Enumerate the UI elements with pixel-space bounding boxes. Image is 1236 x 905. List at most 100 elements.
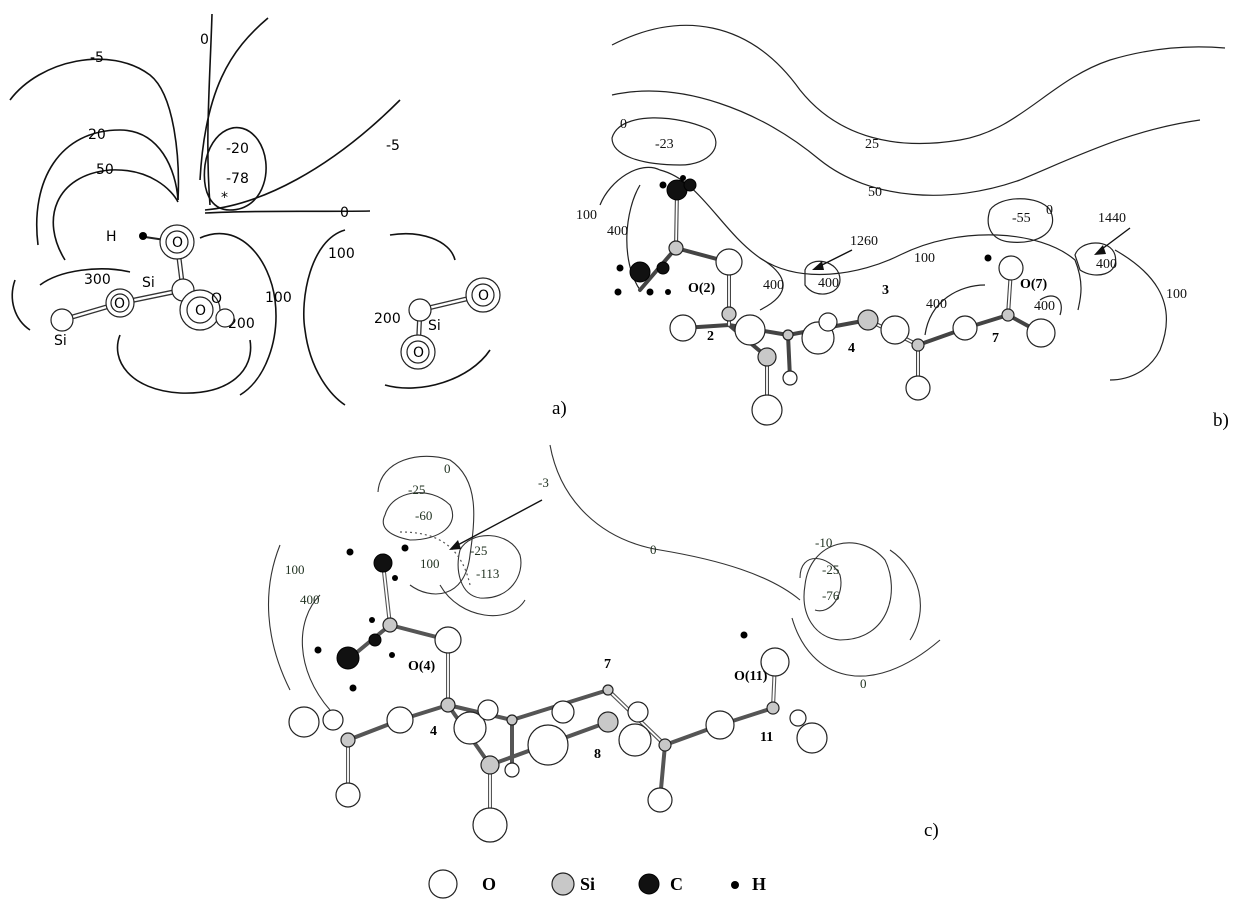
atom-o	[322, 709, 344, 731]
atom-si	[721, 306, 737, 322]
arrow-head	[812, 261, 824, 270]
contour-label: 200	[228, 316, 255, 332]
contour-label: -5	[386, 138, 400, 154]
panel-label-a: a)	[552, 398, 567, 419]
atom-c	[656, 261, 670, 275]
atom-label: O	[114, 296, 125, 312]
atom-label: O	[478, 288, 489, 304]
contour-line	[39, 268, 131, 286]
contour-line	[382, 492, 453, 541]
contour-line	[384, 349, 491, 389]
atom-h	[646, 288, 654, 296]
arrow-head	[449, 540, 461, 550]
atom-si	[911, 338, 925, 352]
contour-line	[199, 17, 269, 181]
contour-label: 0	[620, 117, 627, 132]
atom-o	[782, 370, 798, 386]
contour-label: 100	[420, 556, 440, 571]
atom-o	[952, 315, 978, 341]
atom-label: Si	[54, 333, 67, 349]
atom-o	[477, 699, 499, 721]
contour-line	[803, 542, 892, 641]
atom-label: O(2)	[688, 281, 716, 296]
contour-line	[439, 584, 526, 617]
contour-line	[1109, 249, 1167, 381]
atom-label: O(7)	[1020, 277, 1048, 292]
contour-line	[204, 99, 401, 211]
atom-h	[616, 264, 624, 272]
atom-si	[857, 309, 879, 331]
contour-line	[611, 90, 1201, 196]
contour-line	[199, 232, 277, 396]
panel-c: 0 -25 -60 -3 -25 100 -113 100 400 0 -10 …	[268, 444, 941, 843]
contour-label: 0	[860, 676, 867, 691]
atom-label: Si	[142, 275, 155, 291]
atom-o	[751, 394, 783, 426]
atom-h	[346, 548, 354, 556]
contour-label: 0	[340, 205, 349, 221]
atom-h	[369, 617, 375, 623]
legend-symbol-c	[638, 873, 660, 895]
contour-line	[301, 594, 331, 711]
atom-o	[215, 308, 235, 328]
contour-line	[11, 279, 31, 331]
contour-line	[611, 117, 717, 166]
legend-label: H	[752, 874, 766, 894]
contour-line	[268, 544, 291, 691]
contour-line	[207, 13, 213, 206]
contour-line	[9, 58, 180, 201]
atom-si	[782, 329, 794, 341]
atom-o	[472, 807, 508, 843]
atom-si	[382, 617, 398, 633]
atom-si	[340, 732, 356, 748]
atom-c	[336, 646, 360, 670]
atom-si	[668, 240, 684, 256]
panel-a: -5 0 20 50 -20 -78 -5 0 100 300 200 100 …	[9, 13, 567, 419]
contour-label: -76	[822, 588, 840, 603]
atom-label: O	[211, 291, 222, 307]
atom-o	[627, 701, 649, 723]
atom-h	[659, 181, 667, 189]
atom-h	[139, 232, 147, 240]
contour-line	[204, 210, 371, 214]
atom-label: O(4)	[408, 659, 436, 674]
contour-label: -113	[476, 566, 499, 581]
contour-line	[759, 257, 784, 311]
contour-label: -23	[655, 137, 674, 152]
contour-line	[1074, 242, 1117, 276]
contour-label: -3	[538, 475, 549, 490]
atom-si	[658, 738, 672, 752]
atom-o	[618, 723, 652, 757]
atom-c	[368, 633, 382, 647]
contour-line	[549, 444, 801, 601]
atom-h	[314, 646, 322, 654]
bonds	[638, 188, 1043, 412]
contour-line	[804, 260, 841, 295]
arrow-head	[1094, 245, 1106, 255]
atom-label: 3	[882, 283, 889, 298]
legend-label: C	[670, 874, 683, 894]
legend-symbol-si	[551, 872, 575, 896]
atom-h	[614, 288, 622, 296]
atom-o	[186, 296, 214, 324]
atom-o	[386, 706, 414, 734]
contour-line	[203, 126, 267, 211]
contour-label: 100	[285, 562, 305, 577]
contour-label: 400	[300, 592, 320, 607]
atom-h	[680, 175, 686, 181]
atom-label: 8	[594, 747, 601, 762]
atom-c	[629, 261, 651, 283]
atom-o	[335, 782, 361, 808]
atom-c	[373, 553, 393, 573]
atom-o	[880, 315, 910, 345]
atom-si	[602, 684, 614, 696]
contour-label: 200	[374, 311, 401, 327]
contour-label: 25	[865, 137, 879, 152]
contour-line	[611, 24, 1226, 145]
contour-line	[36, 129, 179, 246]
atom-o	[715, 248, 743, 276]
contour-line	[987, 198, 1054, 243]
atom-o	[453, 711, 487, 745]
atom-label: O	[172, 235, 183, 251]
contour-label: 400	[926, 297, 947, 312]
